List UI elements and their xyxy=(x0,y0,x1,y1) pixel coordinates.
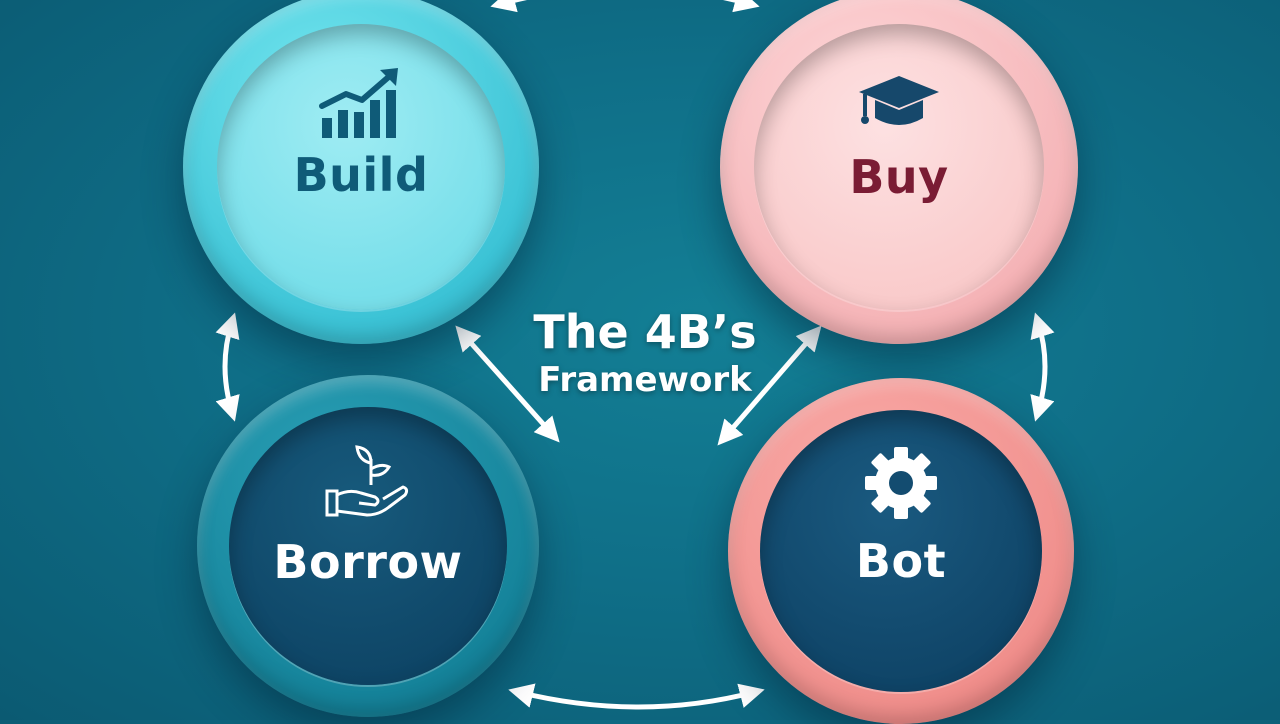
node-buy: Buy xyxy=(720,0,1078,344)
build-inner-circle xyxy=(217,24,505,310)
borrow-label: Borrow xyxy=(273,535,463,589)
diagram-title: The 4B’s xyxy=(533,305,757,359)
hand-plant-icon xyxy=(325,445,409,517)
bot-label: Bot xyxy=(855,534,947,588)
buy-label: Buy xyxy=(849,150,949,204)
node-build: Build xyxy=(183,0,539,344)
arrow-bottom xyxy=(508,683,765,710)
graduation-cap-icon xyxy=(859,76,939,125)
arrow-diagonal-left xyxy=(455,325,560,443)
bar-chart-growth-icon xyxy=(319,68,398,138)
diagram-subtitle: Framework xyxy=(538,360,752,400)
arrow-left xyxy=(215,312,240,422)
buy-inner-circle xyxy=(754,24,1044,310)
arrow-right xyxy=(1030,312,1055,422)
gear-icon xyxy=(865,447,937,519)
node-bot: Bot xyxy=(728,378,1074,724)
arrow-diagonal-right xyxy=(717,325,822,446)
node-borrow: Borrow xyxy=(197,375,539,717)
build-label: Build xyxy=(293,148,429,202)
arrow-top xyxy=(490,0,760,13)
